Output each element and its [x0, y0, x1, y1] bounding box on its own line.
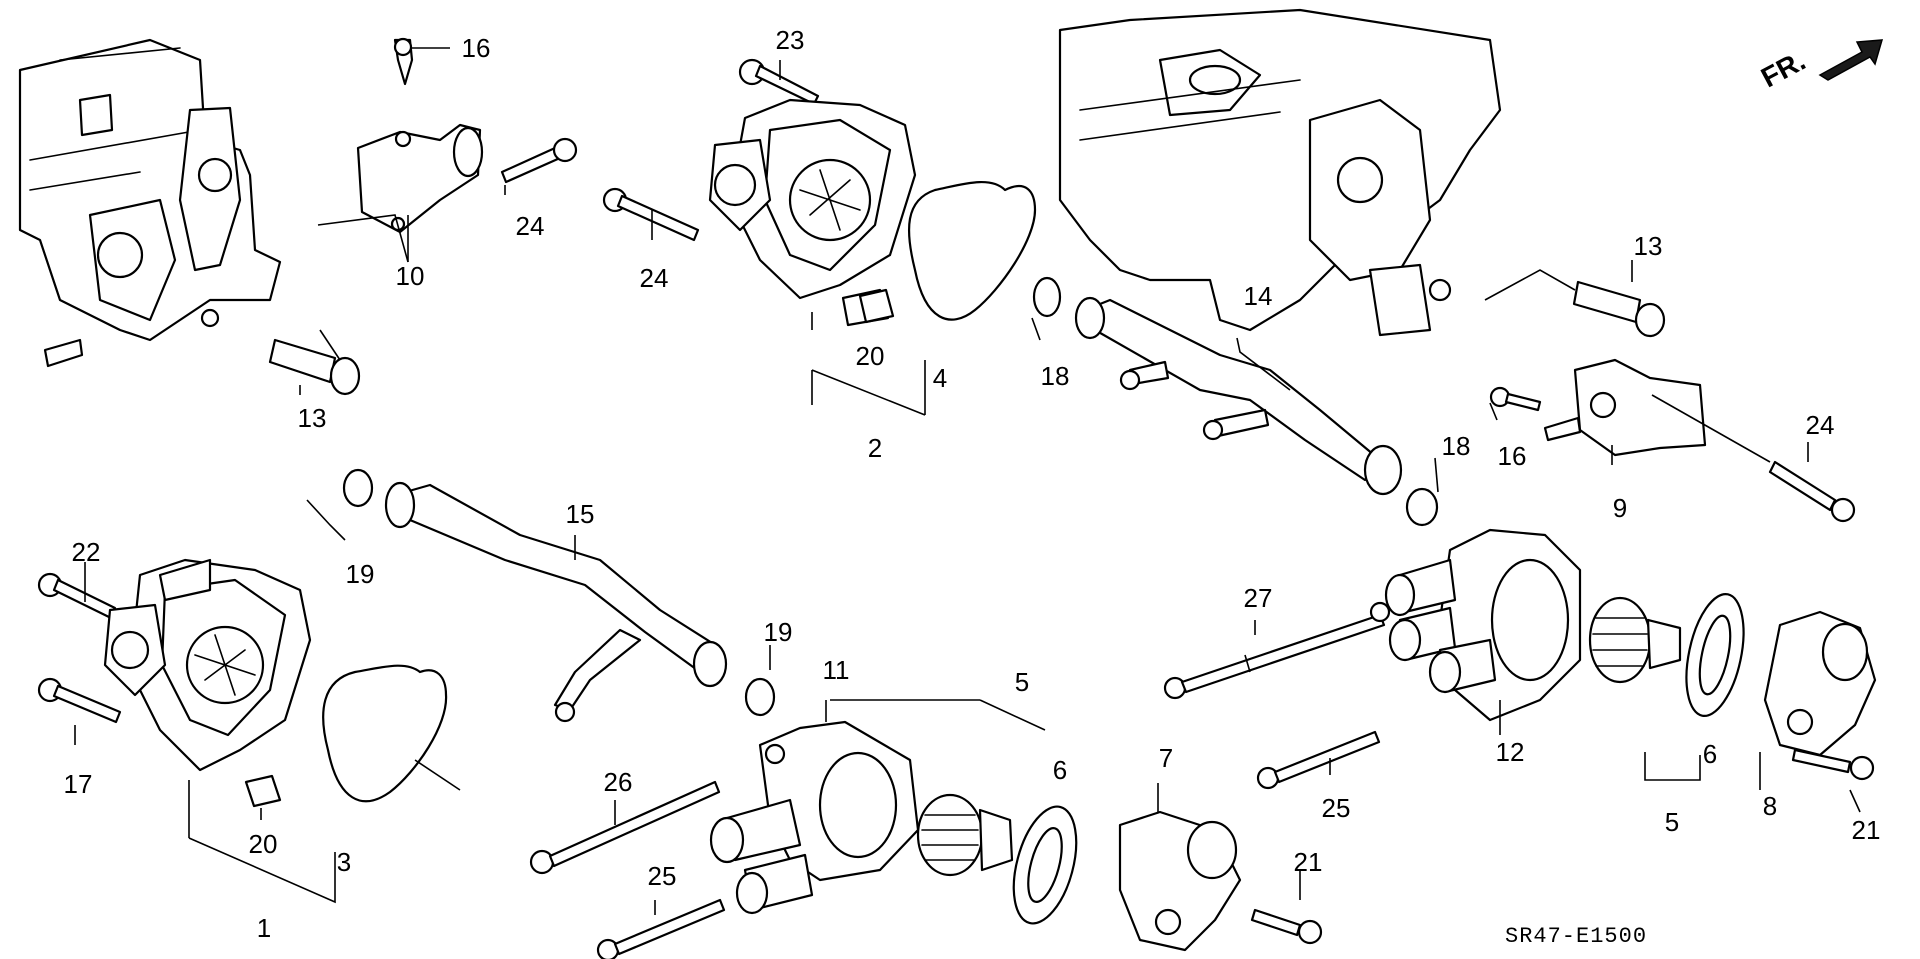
bolt-21-bottom [1250, 908, 1323, 945]
bolt-13-left [268, 338, 361, 396]
bolt-24-right [1768, 460, 1856, 523]
water-pipe-15 [384, 481, 728, 723]
water-pipe-14 [1074, 296, 1403, 496]
callout-24-right: 24 [1805, 410, 1835, 440]
callout-17: 17 [63, 769, 93, 799]
callout-9: 9 [1612, 493, 1628, 523]
callout-3: 3 [336, 847, 352, 877]
bleed-bolt-16-top [393, 37, 414, 86]
callout-24-center: 24 [639, 263, 669, 293]
callout-13-right: 13 [1633, 231, 1663, 261]
callout-13-left: 13 [297, 403, 327, 433]
dowel-20-top [858, 288, 895, 324]
leader-lines [74, 47, 1861, 915]
callout-11: 11 [822, 655, 850, 685]
callout-22: 22 [71, 537, 101, 567]
callout-16-right: 16 [1497, 441, 1527, 471]
water-pump-bottom [103, 558, 312, 772]
callout-2: 2 [867, 433, 883, 463]
callout-27: 27 [1243, 583, 1273, 613]
o-ring-18-right [1405, 487, 1439, 527]
outlet-cover-8 [1763, 610, 1877, 757]
callout-26: 26 [603, 767, 633, 797]
o-ring-18-left [1032, 276, 1062, 318]
bleed-bolt-16-right [1489, 386, 1542, 412]
water-outlet-9 [1543, 358, 1707, 457]
water-pump-top [708, 98, 917, 327]
callout-25-right: 25 [1321, 793, 1351, 823]
callout-25-bottom: 25 [647, 861, 677, 891]
callout-1: 1 [256, 913, 272, 943]
bolt-21-right [1791, 748, 1875, 781]
callout-23: 23 [775, 25, 805, 55]
callout-5-right: 5 [1664, 807, 1680, 837]
diagram-reference-code: SR47-E1500 [1505, 924, 1648, 949]
callout-10: 10 [395, 261, 425, 291]
outlet-cover-7 [1118, 810, 1242, 952]
gasket-6-right [1685, 593, 1745, 717]
bolt-22 [37, 572, 117, 620]
callout-12: 12 [1495, 737, 1525, 767]
water-outlet-10 [356, 123, 484, 234]
bolt-24-top-pump [602, 187, 700, 242]
thermostat-housing-12 [1369, 528, 1582, 722]
thermostat-housing-11 [709, 720, 920, 915]
callout-6-bottom: 6 [1052, 755, 1068, 785]
thermostat-5-right [1588, 596, 1682, 684]
callout-18-left: 18 [1040, 361, 1070, 391]
bolt-26 [529, 780, 721, 875]
callout-20-top: 20 [855, 341, 885, 371]
callout-4: 4 [932, 363, 948, 393]
gasket-4 [907, 181, 1037, 321]
callout-21-right: 21 [1851, 815, 1881, 845]
bolt-23 [738, 58, 820, 106]
callout-21-bottom: 21 [1293, 847, 1323, 877]
dowel-20-bottom [244, 774, 282, 808]
callout-19-right: 19 [763, 617, 793, 647]
bolt-17 [37, 677, 122, 724]
callout-16-top: 16 [461, 33, 491, 63]
o-ring-19-right [744, 677, 776, 717]
callout-20-bottom: 20 [248, 829, 278, 859]
gasket-3 [322, 664, 448, 803]
bolt-25-bottom [596, 898, 726, 959]
gasket-6-bottom [1012, 805, 1078, 925]
bolt-13-right [1572, 280, 1666, 338]
callout-5-bottom: 5 [1014, 667, 1030, 697]
front-direction-arrow-icon [1818, 39, 1884, 81]
callout-18-right: 18 [1441, 431, 1471, 461]
callout-24-left: 24 [515, 211, 545, 241]
o-ring-19-left [342, 468, 374, 508]
cylinder-head-left [18, 38, 282, 368]
cylinder-head-right [1058, 8, 1502, 337]
thermostat-5-bottom [916, 793, 1014, 877]
callout-19-left: 19 [345, 559, 375, 589]
bolt-27 [1163, 613, 1386, 700]
callout-7: 7 [1158, 743, 1174, 773]
bolt-24-left [500, 137, 578, 184]
callout-14: 14 [1243, 281, 1273, 311]
callout-6-right: 6 [1702, 739, 1718, 769]
callout-8: 8 [1762, 791, 1778, 821]
callout-15: 15 [565, 499, 595, 529]
bolt-25-right [1256, 730, 1381, 790]
